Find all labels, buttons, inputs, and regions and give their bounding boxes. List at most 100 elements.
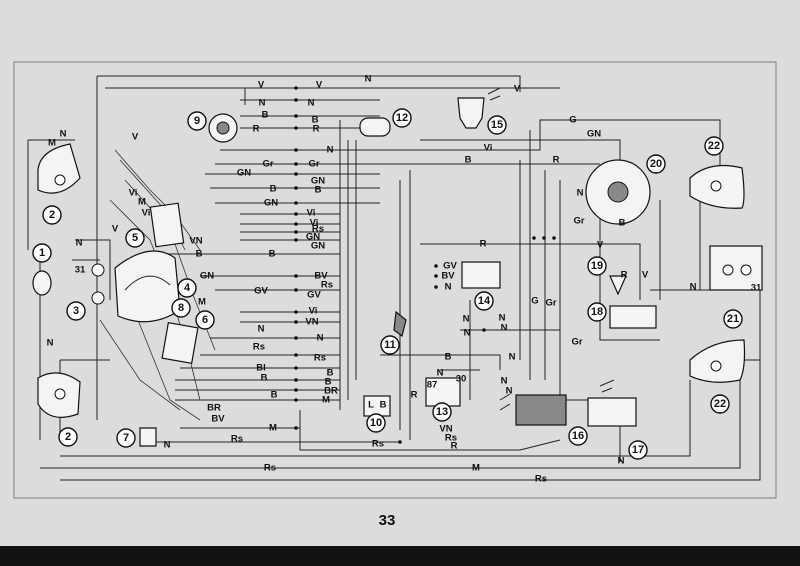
callout-circle xyxy=(116,428,136,448)
callout-number: 4 xyxy=(184,282,191,294)
wire-label: Vi xyxy=(129,188,138,199)
callout-circle xyxy=(392,108,412,128)
wire-label: BR xyxy=(324,386,338,397)
component-callout-15: 15 xyxy=(487,115,507,135)
callout-number: 19 xyxy=(591,260,603,272)
wire-label: V xyxy=(132,132,139,143)
wire-label: R xyxy=(253,124,260,135)
callout-number: 2 xyxy=(49,209,55,221)
bulb-icon xyxy=(722,264,734,276)
component-callout-10: 10 xyxy=(366,413,386,433)
wire-label: M xyxy=(472,463,480,474)
headlamp-bulb-icon xyxy=(91,263,105,277)
wire-label: GN xyxy=(237,168,251,179)
wire-label: G xyxy=(531,296,538,307)
component-callout-9: 9 xyxy=(187,111,207,131)
wire-label: M xyxy=(322,395,330,406)
wire-label: N xyxy=(164,440,171,451)
wire-label: B xyxy=(465,155,472,166)
page-bottom-edge xyxy=(0,546,800,566)
wire-label: N xyxy=(327,145,334,156)
wire-label: V xyxy=(258,80,265,91)
callout-circle xyxy=(177,278,197,298)
wire-label: B xyxy=(325,377,332,388)
wire-label: B xyxy=(315,185,322,196)
wire-label: VN xyxy=(439,424,452,435)
wire-label: R xyxy=(451,441,458,452)
component-callout-7: 7 xyxy=(116,428,136,448)
ignition-coil-icon xyxy=(359,117,391,137)
wire-label: R xyxy=(621,270,628,281)
wire-label: N xyxy=(618,456,625,467)
callout-circle xyxy=(710,394,730,414)
wire-label: BR xyxy=(207,403,221,414)
wire-label: Rs xyxy=(314,353,326,364)
callout-number: 21 xyxy=(727,313,739,325)
wire-label: B xyxy=(271,390,278,401)
horn-icon xyxy=(32,270,52,296)
wire-label: 30 xyxy=(456,374,467,385)
component-callout-5: 5 xyxy=(125,228,145,248)
callout-number: 11 xyxy=(384,339,396,351)
callout-number: 14 xyxy=(478,295,491,307)
wire-label: GN xyxy=(306,232,320,243)
wire-label: Gr xyxy=(571,337,582,348)
wire-label: Rs xyxy=(264,463,276,474)
callout-number: 22 xyxy=(708,140,720,152)
relay-icon xyxy=(461,261,501,289)
wire-label: Vi xyxy=(142,208,151,219)
callout-circle xyxy=(187,111,207,131)
bulb-icon xyxy=(54,388,66,400)
wire-label: B xyxy=(327,368,334,379)
wire-label: GN xyxy=(587,129,601,140)
wire-label: N xyxy=(506,386,513,397)
callout-number: 17 xyxy=(632,444,644,456)
component-callout-19: 19 xyxy=(587,256,607,276)
wire-label: V xyxy=(316,80,323,91)
component-callout-6: 6 xyxy=(195,310,215,330)
wire-label: BV xyxy=(314,271,328,282)
ground-icon xyxy=(599,379,615,393)
wire-label: 31 xyxy=(751,283,762,294)
wire-label: N xyxy=(60,129,67,140)
connector-dots xyxy=(294,86,556,444)
battery-icon xyxy=(587,397,637,427)
callout-circle xyxy=(380,335,400,355)
component-callout-2: 2 xyxy=(42,205,62,225)
wire-label: Gr xyxy=(545,298,556,309)
component-callout-22: 22 xyxy=(704,136,724,156)
wire-label: Vi xyxy=(484,143,493,154)
wire-label: N xyxy=(76,238,83,249)
wire-label: M xyxy=(138,197,146,208)
callout-number: 8 xyxy=(178,302,184,314)
callout-circle xyxy=(195,310,215,330)
wire-label: V xyxy=(514,84,521,95)
wire-label: R xyxy=(313,124,320,135)
wire-label: VN xyxy=(189,236,202,247)
wire-label: B xyxy=(261,373,268,384)
wire-label: GN xyxy=(311,176,325,187)
callout-circle xyxy=(42,205,62,225)
callout-number: 20 xyxy=(650,158,662,170)
callout-circle xyxy=(587,256,607,276)
wire-label: N xyxy=(317,333,324,344)
component-shapes xyxy=(32,87,763,447)
wire-label: Rs xyxy=(312,224,324,235)
wire-label: Vi xyxy=(310,218,319,229)
wire-label: N xyxy=(445,282,452,293)
wire-label: N xyxy=(501,323,508,334)
wire-label: B xyxy=(619,218,626,229)
callout-circle xyxy=(432,402,452,422)
wire-label: R xyxy=(480,239,487,250)
callout-number: 15 xyxy=(491,119,503,131)
wire-label: BV xyxy=(211,414,225,425)
wire-label: Rs xyxy=(535,474,547,485)
wire-label: N xyxy=(577,188,584,199)
wire-label: M xyxy=(198,297,206,308)
wire-label: B xyxy=(196,249,203,260)
wire-label: N xyxy=(259,98,266,109)
wire-label: BV xyxy=(441,271,455,282)
